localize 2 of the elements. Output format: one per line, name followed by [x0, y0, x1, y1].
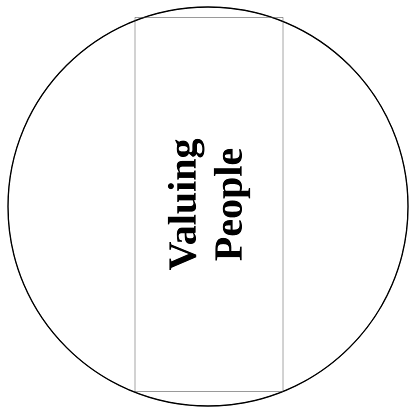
- circle-outline: [7, 6, 409, 407]
- text-box: Valuing People: [134, 17, 284, 392]
